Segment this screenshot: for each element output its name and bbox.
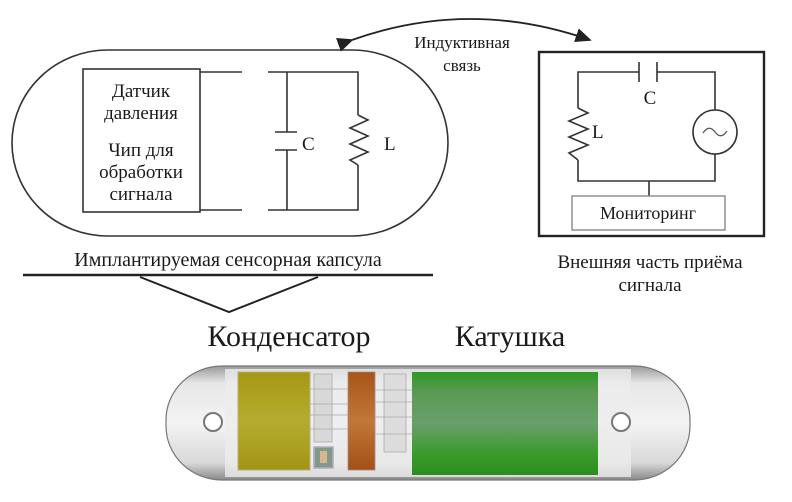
implant-cap-label: C [302, 134, 315, 155]
left-hole-icon [203, 412, 223, 432]
coil-block [412, 372, 598, 475]
chip-label-3: сигнала [109, 184, 173, 205]
capsule-photo [165, 365, 691, 481]
coupling-label-2: связь [443, 56, 481, 75]
implant-capacitor [275, 72, 297, 210]
implant-wires [200, 71, 359, 211]
copper-coil [347, 371, 376, 471]
capacitor-block [237, 371, 311, 471]
circuit-trace-2 [383, 373, 407, 453]
receiver-capacitor [638, 62, 658, 82]
capsule-outline [11, 49, 449, 237]
implant-schematic: Датчик давления Чип для обработки сигнал… [11, 49, 449, 314]
circuit-trace [313, 373, 333, 443]
chip-label-2: обработки [99, 162, 183, 183]
sensor-label-1: Датчик [112, 81, 171, 102]
implant-caption: Имплантируемая сенсорная капсула [74, 249, 382, 271]
coupling-label-1: Индуктивная [414, 33, 510, 52]
connection-wires [310, 388, 412, 435]
chip-label-1: Чип для [108, 140, 174, 161]
receiver-box [537, 50, 766, 238]
right-hole-icon [611, 412, 631, 432]
sensor-label-2: давления [104, 103, 178, 124]
sensor-chip-box [82, 68, 201, 213]
chip-die [320, 451, 327, 463]
receiver-inductor [566, 107, 591, 161]
receiver-caption-1: Внешняя часть приёма [557, 252, 743, 273]
external-receiver: C L Мониторинг Внешняя часть приёма сигн… [537, 50, 766, 296]
receiver-wires [577, 71, 716, 196]
implant-inductor [348, 114, 370, 166]
coupling-arrow-icon [336, 18, 592, 52]
implant-ind-label: L [384, 134, 396, 155]
receiver-ind-label: L [592, 122, 604, 143]
brace-pointer [139, 276, 319, 314]
monitoring-box [571, 195, 726, 231]
capacitor-title: Конденсатор [207, 320, 370, 353]
coil-title: Катушка [455, 320, 565, 353]
receiver-cap-label: C [644, 88, 657, 109]
sine-wave-icon [702, 127, 728, 137]
receiver-caption-2: сигнала [618, 275, 682, 296]
monitoring-label: Мониторинг [600, 203, 696, 223]
ac-source-icon [692, 109, 738, 155]
inductive-coupling: Индуктивная связь [336, 18, 592, 75]
